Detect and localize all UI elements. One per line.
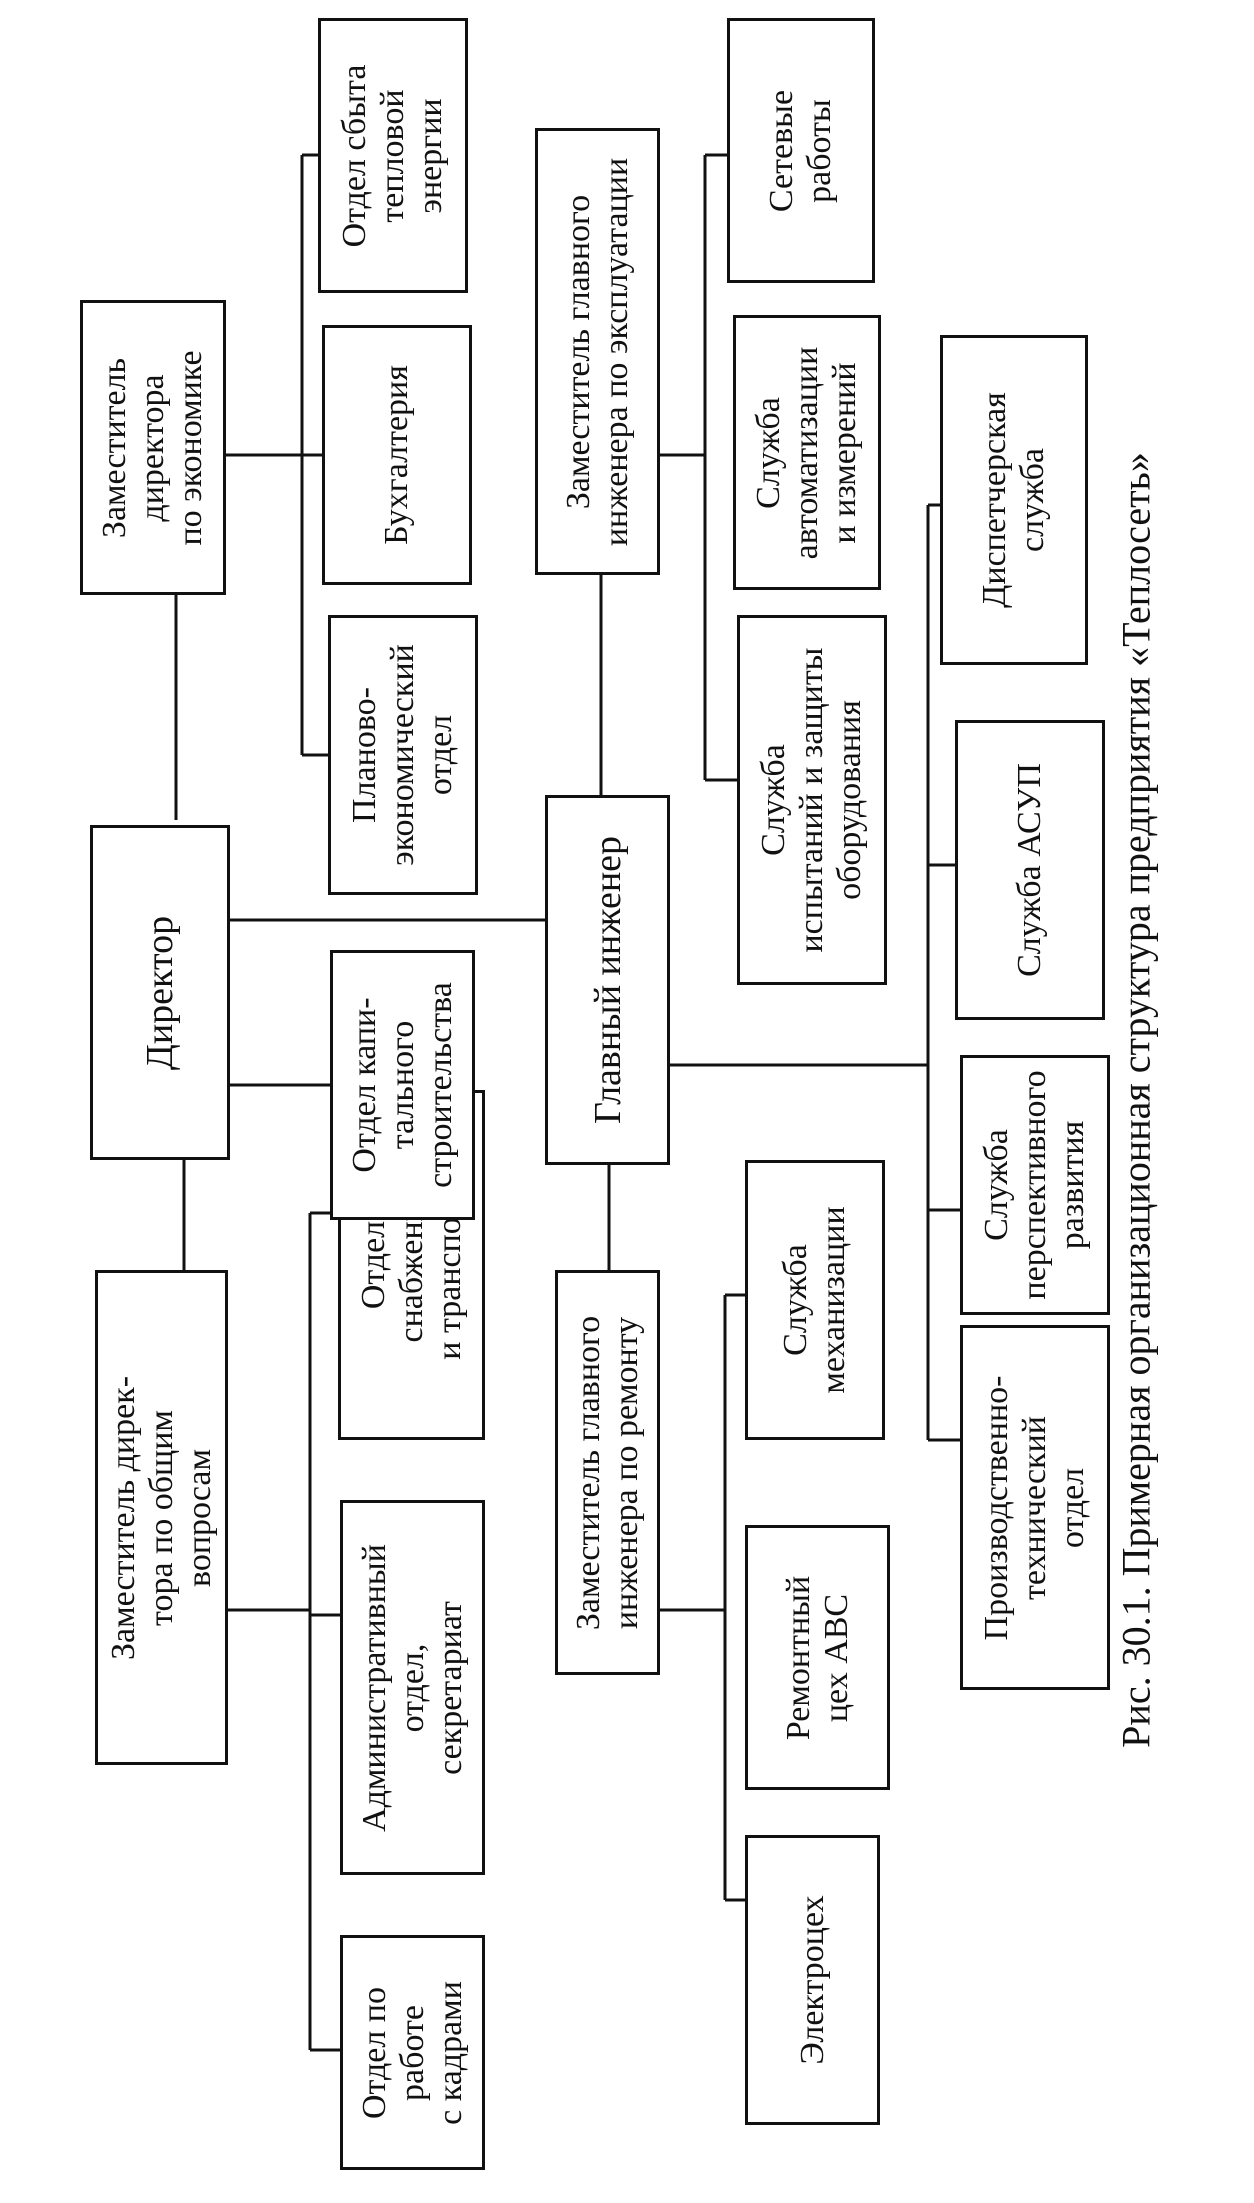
node-label: Ремонтный цех АВС	[779, 1575, 855, 1740]
node-label: Бухгалтерия	[378, 365, 415, 545]
node-capital: Отдел капи- тального строительства	[330, 950, 475, 1220]
node-deputy-operation: Заместитель главного инженера по эксплуа…	[535, 128, 660, 575]
node-label: Служба перспективного развития	[978, 1070, 1091, 1300]
node-label: Заместитель главного инженера по ремонту	[569, 1315, 645, 1630]
node-director: Директор	[90, 825, 230, 1160]
node-automation: Служба автоматизации и измерений	[733, 315, 881, 590]
node-label: Заместитель главного инженера по эксплуа…	[559, 157, 635, 546]
node-heat-sales: Отдел сбыта тепловой энергии	[318, 18, 468, 293]
node-label: Заместитель директора по экономике	[96, 349, 209, 546]
node-dispatch: Диспетчерская служба	[940, 335, 1088, 665]
node-label: Производственно- технический отдел	[978, 1375, 1091, 1640]
node-label: Отдел сбыта тепловой энергии	[336, 64, 449, 247]
node-label: Отдел капи- тального строительства	[345, 982, 459, 1188]
node-label: Директор	[139, 915, 181, 1070]
node-electro: Электроцех	[745, 1835, 880, 2125]
node-network: Сетевые работы	[727, 18, 875, 283]
node-label: Служба механизации	[777, 1206, 852, 1394]
node-repair-shop: Ремонтный цех АВС	[745, 1525, 890, 1790]
node-label: Планово- экономический отдел	[346, 644, 459, 866]
node-label: Заместитель дирек- тора по общим вопроса…	[104, 1375, 218, 1660]
figure-caption: Рис. 30.1. Примерная организационная стр…	[1113, 452, 1159, 1748]
node-mechanization: Служба механизации	[745, 1160, 885, 1440]
node-label: Служба АСУП	[1011, 763, 1048, 977]
node-label: Диспетчерская служба	[976, 392, 1051, 608]
node-label: Главный инженер	[586, 835, 629, 1125]
node-deputy-economics: Заместитель директора по экономике	[80, 300, 226, 595]
node-planning: Планово- экономический отдел	[328, 615, 478, 895]
node-accounting: Бухгалтерия	[322, 325, 472, 585]
node-label: Служба автоматизации и измерений	[750, 346, 863, 559]
node-asup: Служба АСУП	[955, 720, 1105, 1020]
node-perspective: Служба перспективного развития	[960, 1055, 1110, 1315]
node-prod-tech: Производственно- технический отдел	[960, 1325, 1110, 1690]
node-label: Отдел по работе с кадрами	[355, 1980, 469, 2125]
node-label: Административный отдел, секретариат	[355, 1543, 469, 1832]
node-deputy-general: Заместитель дирек- тора по общим вопроса…	[95, 1270, 228, 1765]
node-admin: Административный отдел, секретариат	[340, 1500, 485, 1875]
node-hr: Отдел по работе с кадрами	[340, 1935, 485, 2170]
node-testing: Служба испытаний и защиты оборудования	[737, 615, 887, 985]
node-label: Сетевые работы	[763, 89, 838, 212]
node-deputy-repair: Заместитель главного инженера по ремонту	[555, 1270, 660, 1675]
node-label: Электроцех	[793, 1895, 831, 2065]
node-label: Служба испытаний и защиты оборудования	[755, 647, 868, 953]
node-chief-engineer: Главный инженер	[545, 795, 670, 1165]
